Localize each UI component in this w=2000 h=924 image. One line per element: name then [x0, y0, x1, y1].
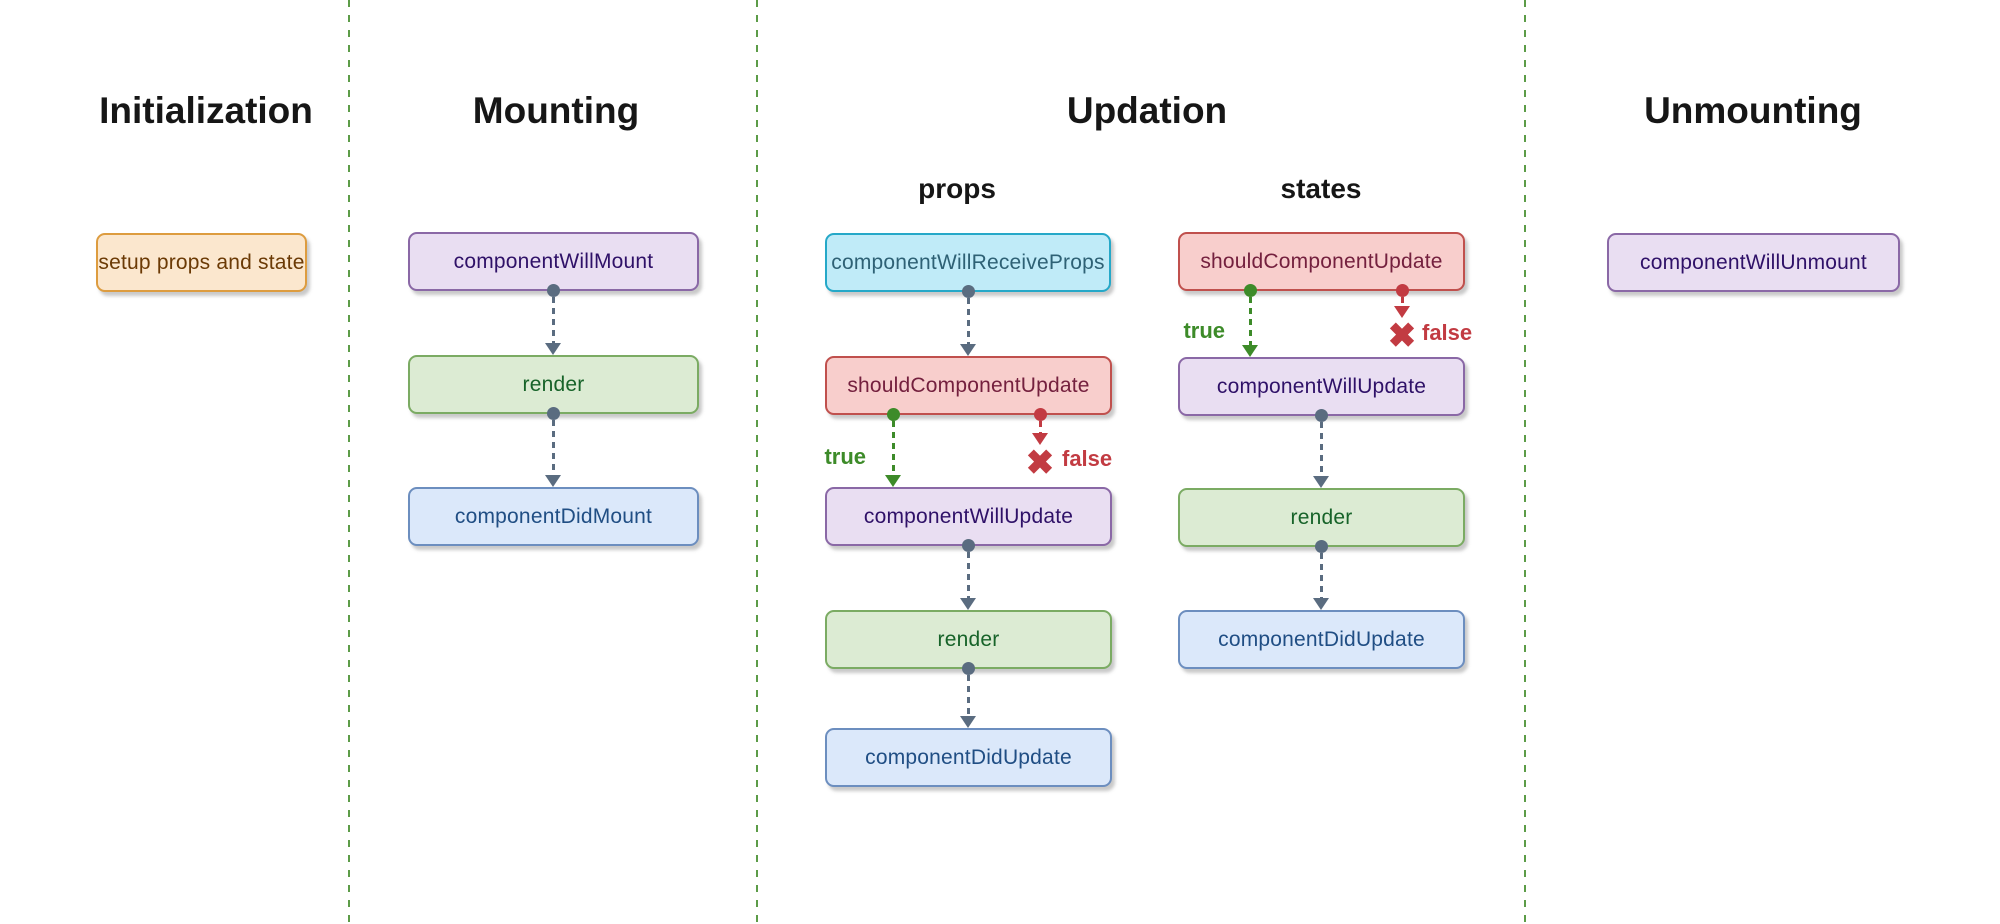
title-mounting: Mounting [472, 90, 640, 131]
node-render-mounting: render [408, 355, 699, 414]
node-render-props: render [825, 610, 1112, 669]
arrowhead-icon [885, 475, 901, 487]
connector-line [966, 675, 970, 716]
section-divider-1 [348, 0, 350, 924]
connector-dot [1314, 409, 1328, 422]
section-divider-3 [1524, 0, 1526, 924]
node-should-component-update-props: shouldComponentUpdate [825, 356, 1112, 415]
branch-label-true-props: true [824, 444, 866, 469]
arrowhead-icon [1242, 345, 1258, 357]
false-x-icon: ✖ [1025, 444, 1055, 482]
arrow-render-to-did-update-states [1313, 540, 1329, 610]
arrowhead-icon [1032, 433, 1048, 445]
arrowhead-icon [1313, 598, 1329, 610]
node-component-will-update-props: componentWillUpdate [825, 487, 1112, 546]
node-component-did-mount: componentDidMount [408, 487, 699, 546]
connector-line [551, 420, 555, 475]
branch-label-false-props: false [1062, 446, 1113, 471]
false-x-icon: ✖ [1387, 317, 1417, 355]
connector-line [966, 298, 970, 344]
arrowhead-icon [1313, 476, 1329, 488]
node-render-states: render [1178, 488, 1465, 547]
arrowhead-icon [1394, 306, 1410, 318]
node-should-component-update-states: shouldComponentUpdate [1178, 232, 1465, 291]
arrow-will-mount-to-render [545, 284, 561, 355]
title-unmounting: Unmounting [1644, 90, 1862, 131]
arrow-will-update-to-render-props [960, 539, 976, 610]
arrow-true-branch-states [1242, 284, 1258, 357]
connector-line [966, 552, 970, 598]
arrowhead-icon [545, 343, 561, 355]
connector-line [1319, 553, 1323, 598]
column-header-props: props [918, 173, 996, 204]
node-component-will-receive-props: componentWillReceiveProps [825, 233, 1111, 292]
connector-line [1319, 422, 1323, 476]
connector-line [1248, 297, 1252, 345]
connector-dot [546, 407, 560, 420]
connector-line [1400, 297, 1404, 306]
column-header-states: states [1280, 173, 1362, 204]
connector-dot [1314, 540, 1328, 553]
connector-line [551, 297, 555, 343]
node-setup-props-and-state: setup props and state [96, 233, 307, 292]
connector-line [891, 421, 895, 475]
branch-label-false-states: false [1422, 320, 1473, 345]
node-component-will-mount: componentWillMount [408, 232, 699, 291]
node-component-did-update-states: componentDidUpdate [1178, 610, 1465, 669]
connector-dot [961, 285, 975, 298]
arrowhead-icon [960, 344, 976, 356]
connector-dot [1033, 408, 1047, 421]
arrow-will-update-to-render-states [1313, 409, 1329, 488]
arrow-render-to-did-update-props [960, 662, 976, 728]
arrowhead-icon [545, 475, 561, 487]
connector-dot [1243, 284, 1257, 297]
node-component-did-update-props: componentDidUpdate [825, 728, 1112, 787]
arrow-false-branch-props [1032, 408, 1048, 445]
connector-dot [886, 408, 900, 421]
connector-dot [961, 539, 975, 552]
arrow-render-to-did-mount [545, 407, 561, 487]
node-component-will-update-states: componentWillUpdate [1178, 357, 1465, 416]
connector-line [1038, 421, 1042, 433]
node-component-will-unmount: componentWillUnmount [1607, 233, 1900, 292]
arrowhead-icon [960, 598, 976, 610]
arrow-receive-props-to-should-update [960, 285, 976, 356]
connector-dot [1395, 284, 1409, 297]
title-initialization: Initialization [99, 90, 313, 131]
branch-label-true-states: true [1183, 318, 1225, 343]
arrow-true-branch-props [885, 408, 901, 487]
connector-dot [546, 284, 560, 297]
arrowhead-icon [960, 716, 976, 728]
title-updation: Updation [1066, 90, 1228, 131]
arrow-false-branch-states [1394, 284, 1410, 318]
section-divider-2 [756, 0, 758, 924]
connector-dot [961, 662, 975, 675]
